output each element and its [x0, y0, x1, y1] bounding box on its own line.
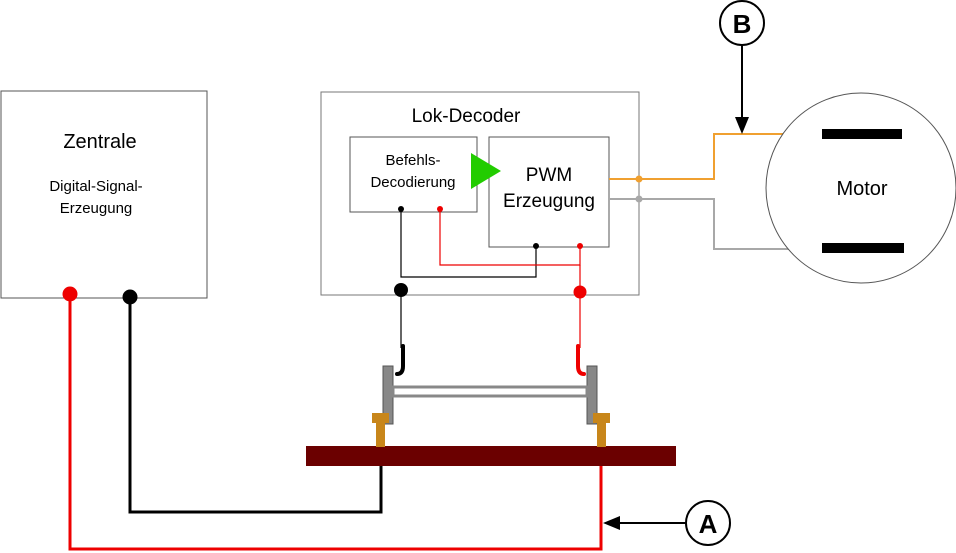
zentrale-black-wire	[128, 297, 383, 514]
pwm-line1: PWM	[526, 165, 572, 186]
zentrale-black-terminal	[122, 289, 138, 305]
befehls-black-terminal	[398, 206, 404, 212]
zentrale-subtitle-line1: Digital-Signal-	[49, 178, 142, 195]
red-pickup-contact	[576, 344, 586, 376]
befehls-red-terminal	[437, 206, 443, 212]
pwm-black-terminal	[533, 243, 539, 249]
track-rail	[306, 446, 676, 466]
befehls-line2: Decodierung	[370, 174, 455, 191]
marker-a-arrowhead-icon	[603, 516, 620, 530]
zentrale-red-terminal	[62, 286, 78, 302]
pwm-red-terminal	[577, 243, 583, 249]
zentrale-box	[0, 90, 208, 299]
marker-a-label: A	[699, 509, 718, 539]
marker-b-arrowhead-icon	[735, 117, 749, 134]
motor-circle	[765, 92, 956, 284]
zentrale-red-wire	[68, 294, 603, 551]
motor-gray-wire	[609, 198, 822, 250]
motor-label: Motor	[836, 178, 887, 200]
motor-brush-top	[822, 129, 902, 139]
befehls-line1: Befehls-	[385, 152, 440, 169]
pwm-line2: Erzeugung	[503, 191, 595, 212]
zentrale-subtitle-line2: Erzeugung	[60, 200, 133, 217]
wheel-axle	[391, 385, 589, 398]
marker-b-label: B	[733, 9, 752, 39]
motor-orange-wire	[609, 133, 822, 180]
zentrale-title: Zentrale	[63, 131, 136, 153]
black-pickup-contact	[395, 344, 405, 376]
pwm-orange-terminal	[635, 175, 643, 183]
decoder-title: Lok-Decoder	[412, 106, 521, 127]
pwm-erzeugung-box	[488, 136, 610, 248]
pwm-gray-terminal	[635, 195, 643, 203]
befehls-decodierung-box	[349, 136, 478, 213]
wheel-contact-right	[593, 413, 610, 447]
decoder-internal-black-wire	[400, 209, 537, 278]
motor-brush-bottom	[822, 243, 904, 253]
signal-flow-arrow-icon	[471, 153, 501, 189]
wheel-contact-left	[372, 413, 389, 447]
decoder-internal-red-wire	[439, 209, 581, 266]
